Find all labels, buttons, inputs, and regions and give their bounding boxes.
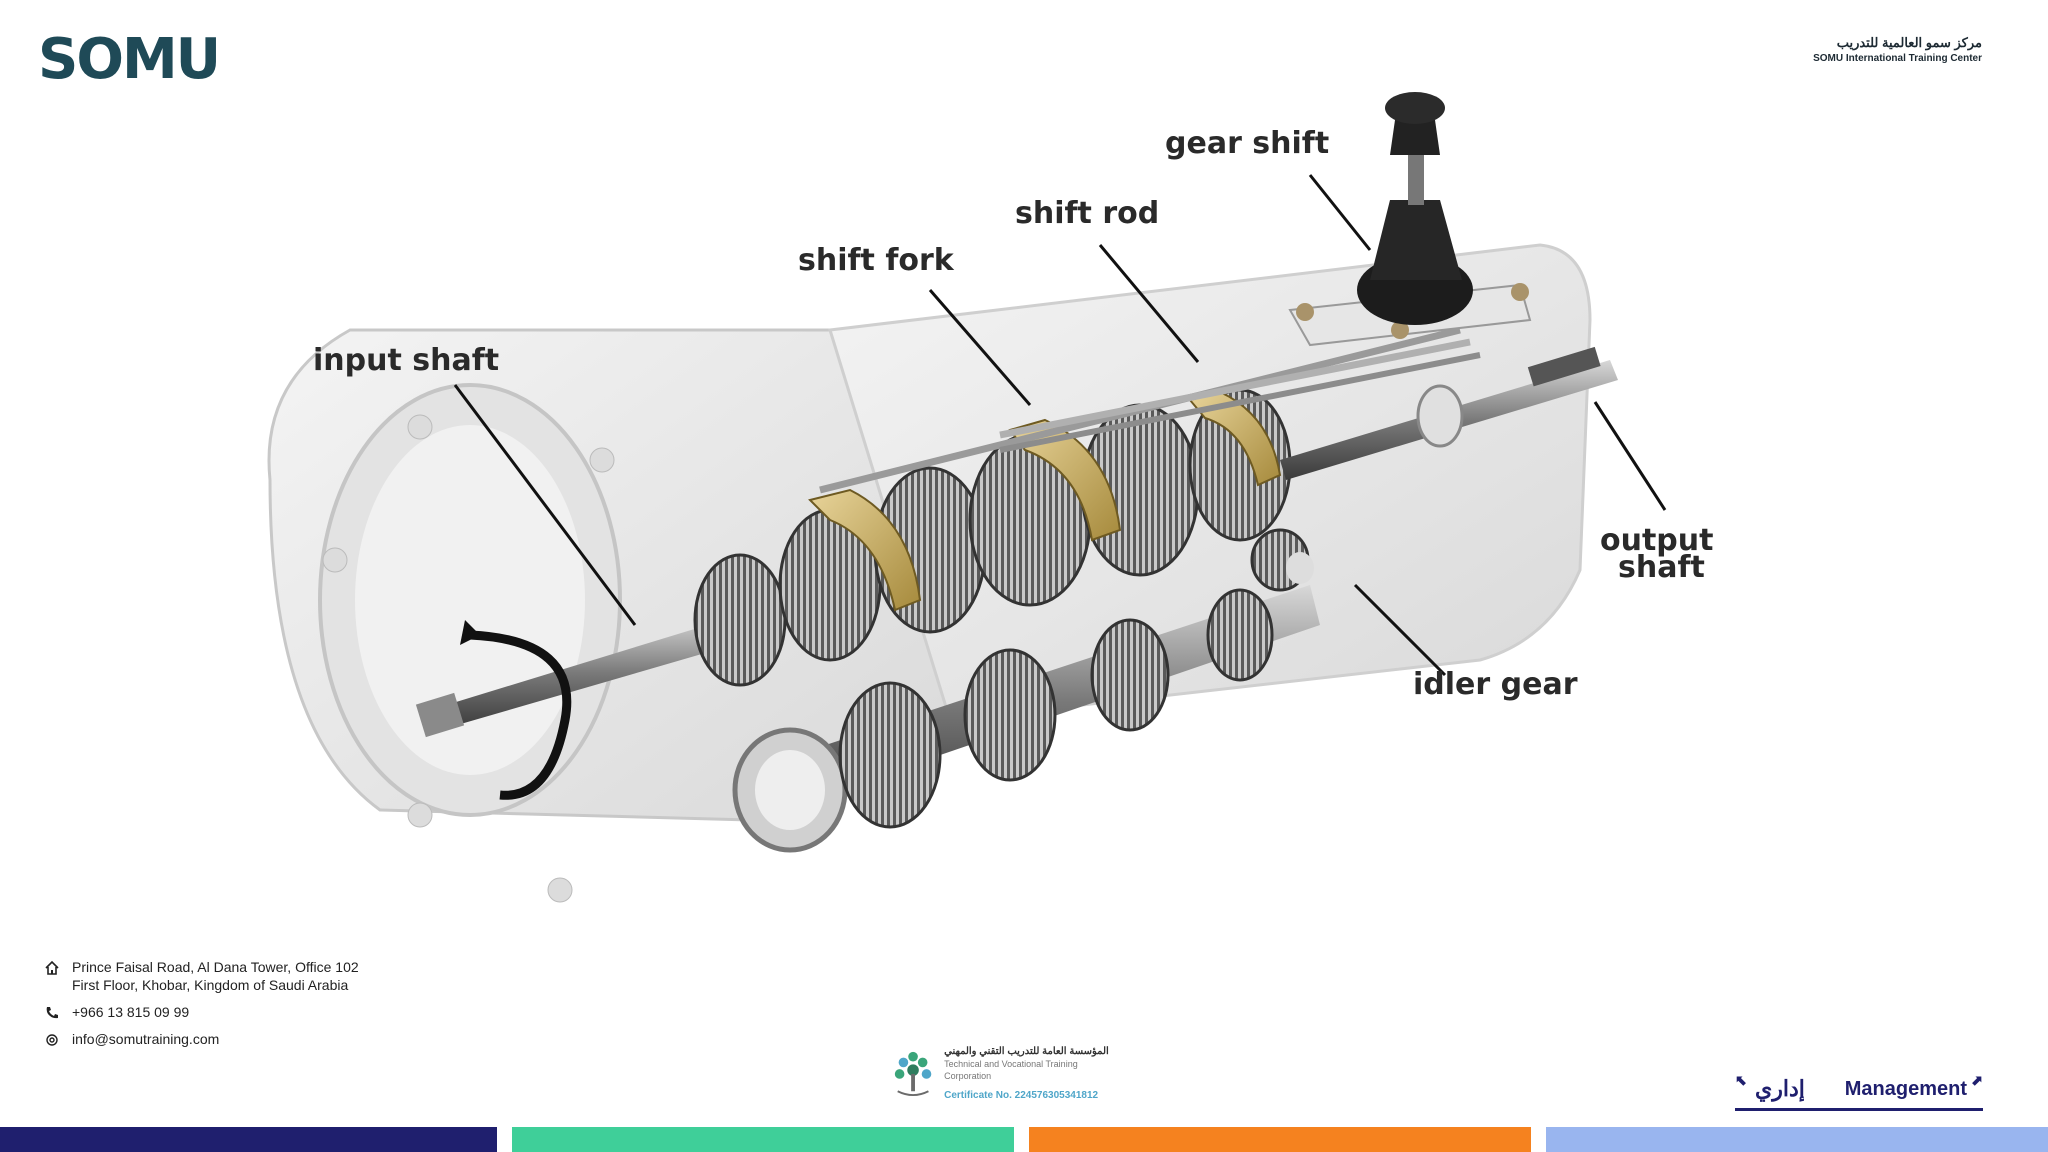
logo-text: SOMU: [38, 27, 221, 92]
footer-bar-green: [512, 1127, 1014, 1152]
shift-rods: [819, 326, 1481, 494]
label-shift-rod: shift rod: [1015, 196, 1159, 231]
email-icon: [46, 1034, 58, 1046]
somu-logo: SOMU: [38, 27, 221, 92]
org-name-arabic: مركز سمو العالمية للتدريب: [1836, 35, 1982, 50]
label-input-shaft: input shaft: [313, 343, 499, 378]
gear-cluster: [693, 388, 1314, 829]
badge-english: Management: [1844, 1077, 1967, 1100]
phone-number[interactable]: +966 13 815 09 99: [72, 1004, 190, 1020]
arrow-up-right-icon: ⬈: [1971, 1072, 1983, 1088]
gear-shift-lever: [1288, 92, 1532, 347]
address-line-1: Prince Faisal Road, Al Dana Tower, Offic…: [72, 959, 359, 975]
home-icon: [45, 960, 59, 975]
footer-bar-navy: [0, 1127, 497, 1152]
address-row: Prince Faisal Road, Al Dana Tower, Offic…: [44, 958, 359, 994]
label-output-shaft-2: shaft: [1618, 550, 1705, 585]
leader-lines: [453, 174, 1667, 677]
address-line-2: First Floor, Khobar, Kingdom of Saudi Ar…: [72, 977, 349, 993]
label-output-shaft-1: output: [1600, 523, 1713, 558]
transmission-diagram: gear shift shift rod shift fork input sh…: [267, 92, 1713, 903]
org-name-english: SOMU International Training Center: [1813, 53, 1982, 64]
tvtc-name-arabic: المؤسسة العامة للتدريب التقني والمهني: [944, 1045, 1109, 1057]
contact-block: Prince Faisal Road, Al Dana Tower, Offic…: [44, 958, 359, 1057]
label-gear-shift: gear shift: [1165, 126, 1329, 161]
footer-bar-lightblue: [1546, 1127, 2048, 1152]
tvtc-accreditation: المؤسسة العامة للتدريب التقني والمهني Te…: [890, 1044, 1120, 1102]
badge-arabic: إداري: [1755, 1076, 1805, 1101]
label-shift-fork: shift fork: [798, 243, 955, 278]
output-shaft: [1280, 346, 1618, 480]
input-shaft: [415, 615, 750, 800]
phone-icon: [46, 1007, 58, 1019]
tvtc-name-english: Technical and Vocational Training Corpor…: [944, 1058, 1078, 1081]
certificate-number: Certificate No. 224576305341812: [944, 1089, 1099, 1101]
tvtc-emblem-icon: [894, 1051, 932, 1097]
shift-forks: [808, 390, 1282, 612]
email-address[interactable]: info@somutraining.com: [72, 1031, 220, 1047]
phone-row: +966 13 815 09 99: [44, 1003, 359, 1021]
org-name-block: مركز سمو العالمية للتدريب SOMU Internati…: [1813, 34, 1982, 66]
category-badge: ⬉ إداري Management ⬈: [1735, 1070, 1983, 1111]
footer-color-bars: [0, 1127, 2048, 1152]
email-row: info@somutraining.com: [44, 1030, 359, 1048]
arrow-up-left-icon: ⬉: [1735, 1072, 1747, 1088]
footer-bar-orange: [1029, 1127, 1531, 1152]
label-idler-gear: idler gear: [1413, 667, 1578, 702]
